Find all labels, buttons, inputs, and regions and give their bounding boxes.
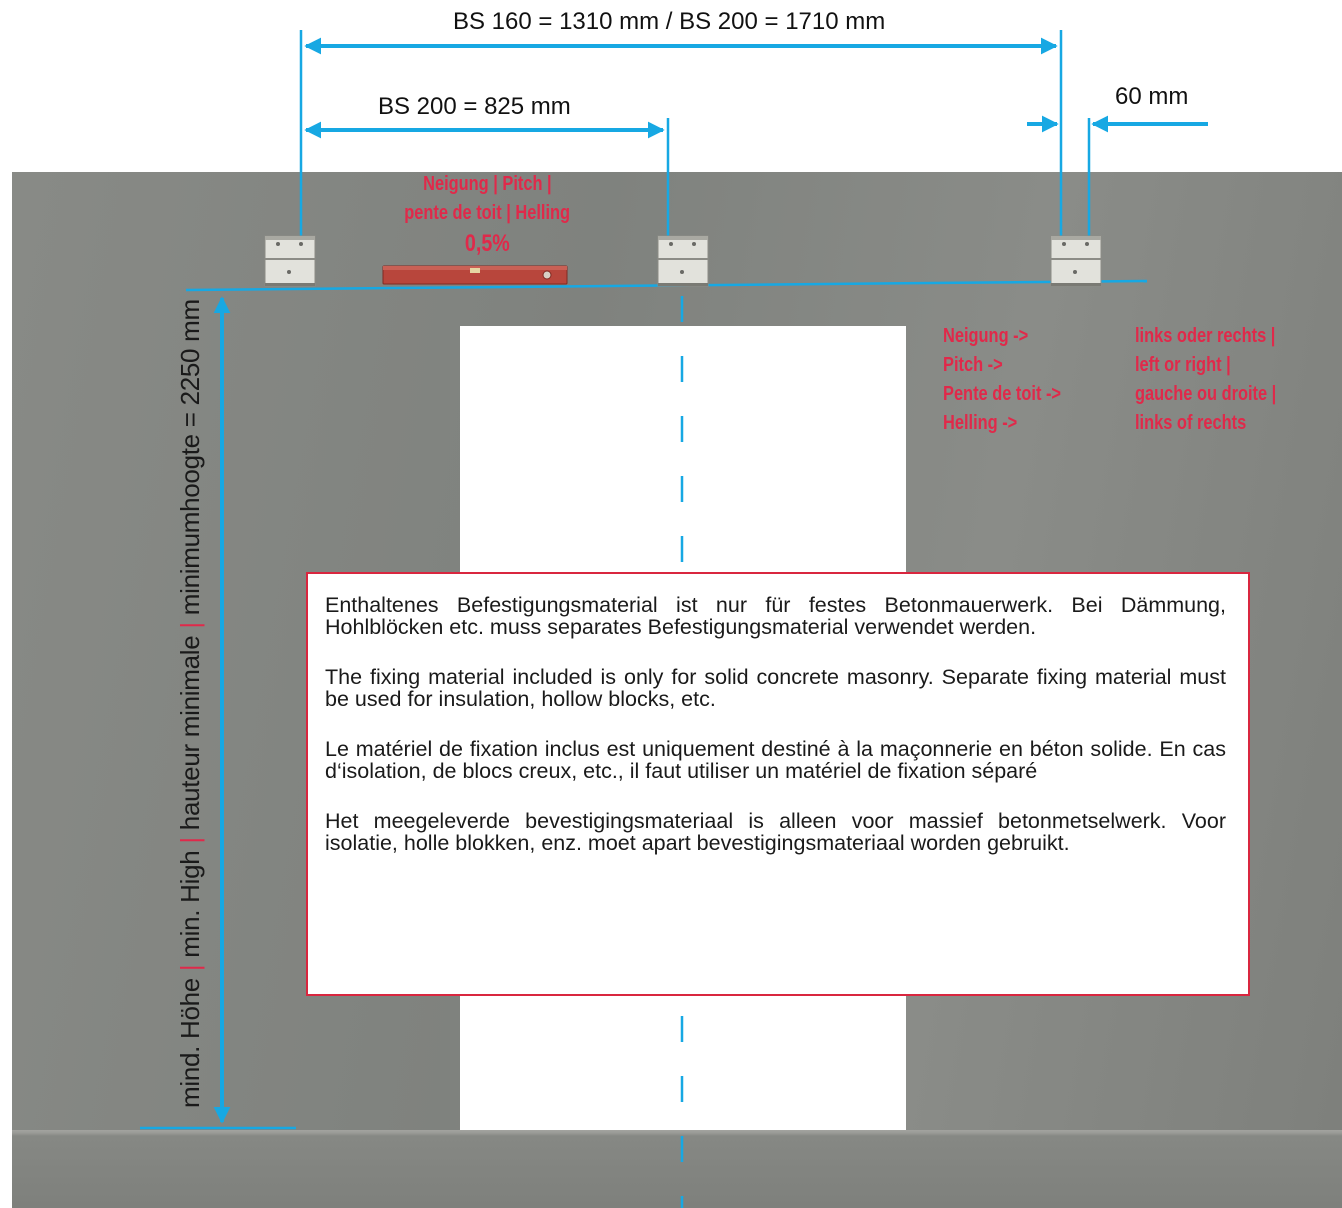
- bracket-center: [657, 235, 709, 287]
- direction-label-en: Pitch ->: [943, 354, 1003, 376]
- min-height-separator-3: |: [175, 622, 205, 629]
- notice-text-nl: Het meegeleverde bevestigingsmateriaal i…: [325, 809, 1226, 855]
- pitch-value: 0,5%: [464, 230, 510, 257]
- bracket-right: [1050, 235, 1102, 287]
- direction-label-nl: Helling ->: [943, 412, 1018, 434]
- direction-label-de: Neigung ->: [943, 325, 1029, 347]
- direction-option-nl: links of rechts: [1135, 412, 1247, 434]
- min-height-nl: minimumhoogte = 2250 mm: [175, 299, 205, 616]
- direction-option-de: links oder rechts |: [1135, 325, 1276, 347]
- bracket-left: [264, 235, 316, 287]
- min-height-en: min. High: [175, 850, 205, 958]
- min-height-separator-2: |: [175, 837, 205, 844]
- min-height-fr: hauteur minimale: [175, 635, 205, 831]
- top-width-label: BS 160 = 1310 mm / BS 200 = 1710 mm: [453, 8, 886, 35]
- pitch-title-line-1: Neigung | Pitch |: [422, 173, 552, 195]
- min-height-label: mind. Höhe | min. High | hauteur minimal…: [175, 299, 206, 1108]
- direction-options: links oder rechts | left or right | gauc…: [1135, 322, 1276, 438]
- direction-label-fr: Pente de toit ->: [943, 383, 1062, 405]
- bracket-gap-label: 60 mm: [1115, 83, 1189, 110]
- floor: [12, 1130, 1342, 1208]
- pitch-title: Neigung | Pitch | pente de toit | Hellin…: [372, 170, 602, 261]
- direction-option-fr: gauche ou droite |: [1135, 383, 1277, 405]
- direction-option-en: left or right |: [1135, 354, 1231, 376]
- pitch-title-line-2: pente de toit | Helling: [404, 202, 570, 224]
- notice-text-en: The fixing material included is only for…: [325, 665, 1226, 711]
- center-offset-label: BS 200 = 825 mm: [378, 93, 571, 120]
- direction-labels: Neigung -> Pitch -> Pente de toit -> Hel…: [943, 322, 1061, 438]
- min-height-separator-1: |: [175, 964, 205, 972]
- min-height-de: mind. Höhe: [175, 978, 205, 1108]
- notice-text-fr: Le matériel de fixation inclus est uniqu…: [325, 737, 1226, 783]
- fixing-material-notice: Enthaltenes Befestigungsmaterial ist nur…: [306, 572, 1250, 996]
- notice-text-de: Enthaltenes Befestigungsmaterial ist nur…: [325, 593, 1226, 639]
- spirit-level-icon: [382, 265, 568, 285]
